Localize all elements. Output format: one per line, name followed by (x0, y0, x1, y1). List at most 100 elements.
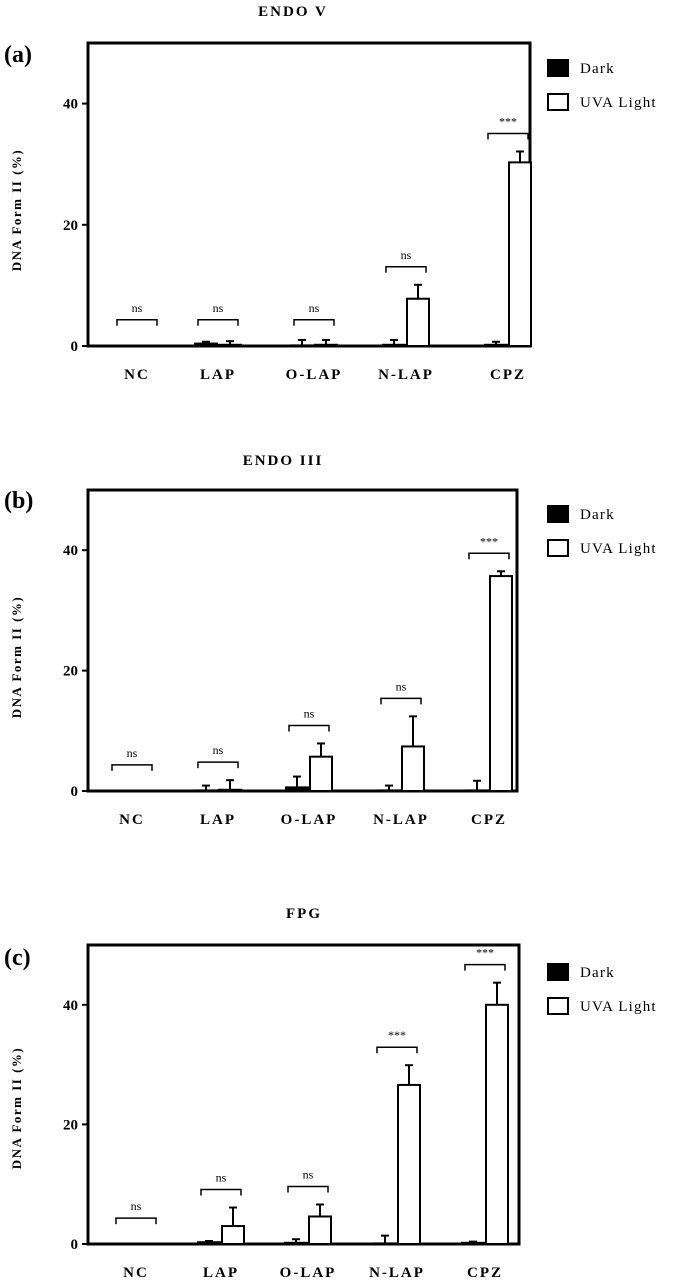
y-tick-label: 40 (63, 543, 78, 559)
legend-label: UVA Light (580, 95, 657, 111)
bar-uva-light (397, 1083, 421, 1245)
significance-label: ns (303, 1168, 314, 1182)
legend-label: Dark (580, 965, 615, 981)
legend-swatch-dark (547, 963, 569, 981)
significance-label: *** (499, 114, 517, 128)
x-tick-label: NC (119, 812, 145, 828)
y-tick-label: 0 (71, 1237, 79, 1253)
bar-uva-light (218, 788, 242, 793)
bar-dark (377, 789, 401, 793)
significance-bracket (385, 266, 427, 273)
bar-dark (461, 1241, 485, 1245)
y-tick-label: 20 (63, 218, 78, 234)
significance-label: ns (304, 706, 315, 720)
y-axis-label: DNA Form II (%) (9, 149, 24, 272)
x-tick-label: CPZ (490, 367, 526, 383)
plot-frame (86, 488, 519, 793)
significance-bracket (197, 319, 239, 326)
x-tick-label: O-LAP (281, 812, 338, 828)
x-tick-label: CPZ (467, 1265, 503, 1281)
significance-label: ns (213, 743, 224, 757)
x-tick-label: NC (123, 1265, 149, 1281)
x-tick-label: N-LAP (373, 812, 429, 828)
legend-swatch-uva-light (547, 997, 569, 1015)
y-axis-label: DNA Form II (%) (9, 596, 24, 719)
bar-dark (194, 789, 218, 793)
significance-label: ns (401, 248, 412, 262)
significance-bracket (293, 319, 335, 326)
y-tick-label: 20 (63, 664, 78, 680)
chart-title: ENDO III (243, 453, 324, 469)
legend-swatch-dark (547, 59, 569, 77)
y-tick-label: 0 (71, 784, 79, 800)
significance-bracket (288, 724, 330, 732)
legend-label: UVA Light (580, 541, 657, 557)
bar-uva-light (218, 343, 242, 347)
bar-dark (194, 342, 218, 347)
x-tick-label: N-LAP (378, 367, 434, 383)
y-tick-label: 40 (63, 998, 78, 1014)
bar-uva-light (221, 1225, 245, 1246)
significance-bracket (464, 963, 506, 971)
bar-dark (382, 343, 406, 347)
panel-c: FPG (c) DNA Form II (%) 02040nsNCnsLAPns… (4, 906, 657, 1281)
x-tick-label: NC (124, 367, 150, 383)
bar-dark (484, 343, 508, 347)
legend-label: UVA Light (580, 999, 657, 1015)
significance-label: *** (476, 946, 494, 960)
bar-dark (373, 1242, 397, 1245)
chart-title: FPG (286, 906, 322, 922)
legend-swatch-dark (547, 505, 569, 523)
y-tick-label: 40 (63, 97, 78, 113)
bar-dark (284, 1241, 308, 1245)
y-axis-label: DNA Form II (%) (9, 1047, 24, 1170)
x-tick-label: O-LAP (280, 1265, 337, 1281)
chart-title: ENDO V (258, 4, 328, 20)
panel-label: (b) (4, 488, 33, 514)
bar-uva-light (485, 1003, 509, 1245)
bar-uva-light (308, 1215, 332, 1245)
bar-dark (285, 786, 309, 793)
bar-dark (465, 789, 489, 793)
legend-swatch-uva-light (547, 539, 569, 557)
significance-label: *** (388, 1028, 406, 1042)
bar-uva-light (489, 575, 513, 792)
x-tick-label: O-LAP (286, 367, 343, 383)
significance-bracket (197, 761, 239, 769)
panel-label: (c) (4, 945, 31, 971)
bar-uva-light (314, 343, 338, 347)
bar-uva-light (508, 161, 532, 347)
plot-frame (86, 943, 521, 1246)
x-tick-label: LAP (203, 1265, 239, 1281)
significance-bracket (116, 319, 158, 326)
x-tick-label: N-LAP (369, 1265, 425, 1281)
panel-label: (a) (4, 42, 32, 68)
significance-bracket (468, 552, 510, 560)
significance-bracket (380, 697, 422, 705)
significance-bracket (287, 1185, 329, 1193)
significance-label: ns (396, 679, 407, 693)
significance-label: ns (131, 1199, 142, 1213)
y-tick-label: 0 (71, 339, 79, 355)
legend-swatch-uva-light (547, 93, 569, 111)
significance-label: ns (309, 301, 320, 315)
x-tick-label: LAP (200, 812, 236, 828)
bar-uva-light (309, 755, 333, 792)
legend-label: Dark (580, 61, 615, 77)
significance-label: ns (132, 301, 143, 315)
bar-dark (290, 344, 314, 348)
significance-bracket (376, 1046, 418, 1054)
significance-bracket (115, 1217, 157, 1225)
significance-bracket (200, 1188, 242, 1196)
significance-label: ns (216, 1171, 227, 1185)
bar-uva-light (401, 745, 425, 793)
significance-label: ns (127, 746, 138, 760)
significance-bracket (111, 764, 153, 771)
legend-label: Dark (580, 507, 615, 523)
bar-dark (197, 1241, 221, 1246)
x-tick-label: LAP (200, 367, 236, 383)
x-tick-label: CPZ (471, 812, 507, 828)
